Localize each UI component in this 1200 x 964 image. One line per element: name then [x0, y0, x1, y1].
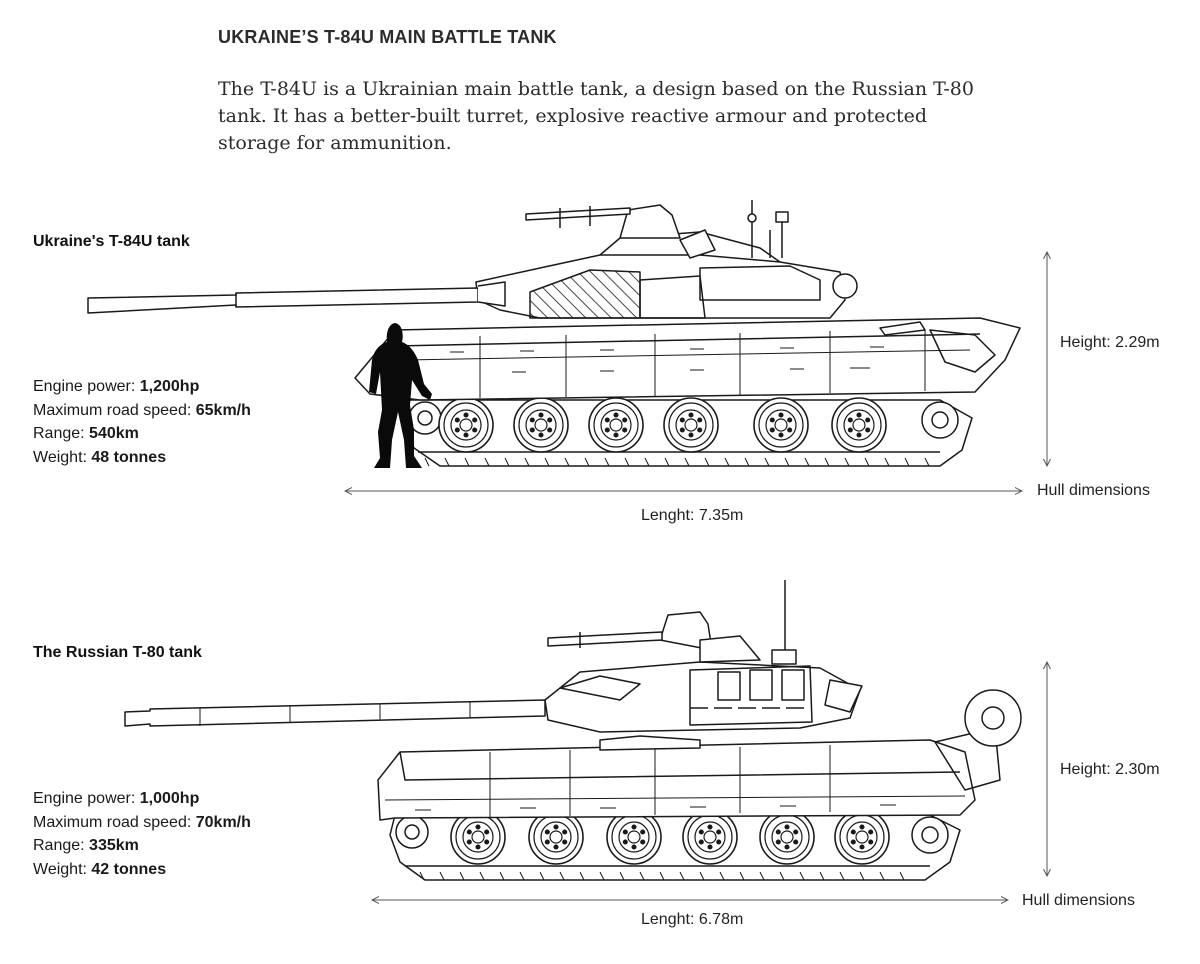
- t80-spec-engine: Engine power: 1,000hp: [33, 790, 200, 807]
- t80-turret: [544, 661, 861, 733]
- t84u-length-label: Lenght: 7.35m: [641, 507, 744, 524]
- t84u-spec-list: Engine power: 1,200hp Maximum road speed…: [33, 375, 251, 469]
- t84u-heading: Ukraine's T-84U tank: [33, 233, 190, 250]
- intro-paragraph: The T-84U is a Ukrainian main battle tan…: [218, 78, 974, 154]
- t84u-spec-speed: Maximum road speed: 65km/h: [33, 401, 251, 419]
- t80-spec-speed: Maximum road speed: 70km/h: [33, 813, 251, 831]
- t84u-height-label: Height: 2.29m: [1060, 334, 1160, 351]
- t80-hull: [377, 739, 976, 821]
- t80-height-label: Height: 2.30m: [1060, 761, 1160, 778]
- t84u-spec-engine: Engine power: 1,200hp: [33, 378, 200, 395]
- t84u-tank-drawing: [87, 200, 1021, 467]
- t80-hull-label: Hull dimensions: [1022, 892, 1135, 909]
- t80-spec-range: Range: 335km: [33, 837, 139, 854]
- t80-spec-weight: Weight: 42 tonnes: [33, 860, 167, 878]
- page-title: UKRAINE’S T-84U MAIN BATTLE TANK: [218, 27, 557, 47]
- t84u-spec-weight: Weight: 48 tonnes: [33, 448, 167, 466]
- t80-heading: The Russian T-80 tank: [33, 644, 202, 661]
- t84u-spec-range: Range: 540km: [33, 425, 139, 442]
- t80-length-label: Lenght: 6.78m: [641, 911, 744, 928]
- t84u-hull-label: Hull dimensions: [1037, 482, 1150, 499]
- t84u-main-gun: [87, 287, 479, 314]
- t80-spec-list: Engine power: 1,000hp Maximum road speed…: [33, 787, 251, 881]
- t80-tank-drawing: [124, 580, 1022, 881]
- t80-main-gun: [124, 699, 546, 727]
- soldier-silhouette: [369, 323, 432, 468]
